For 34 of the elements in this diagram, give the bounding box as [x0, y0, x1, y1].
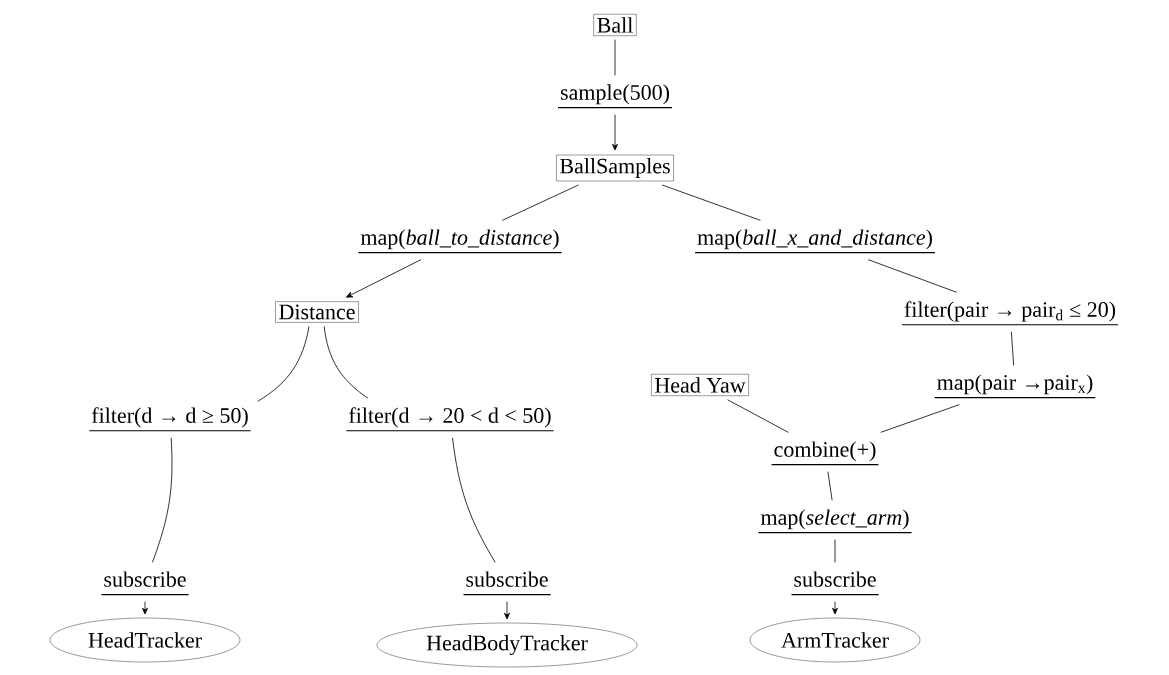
operation-label: map(ball_to_distance)	[357, 229, 563, 254]
connector-line	[501, 184, 579, 221]
connector-line	[867, 259, 957, 293]
connector-line	[152, 437, 173, 563]
arrow	[504, 601, 510, 620]
operation-label: map(pair →pair$_{x}$)	[934, 374, 1096, 399]
connector-line	[727, 399, 789, 433]
node-box: BallSamples	[556, 154, 674, 182]
node-box: Ball	[593, 14, 637, 36]
operation-label: combine(+)	[771, 441, 879, 466]
operation-label: filter(pair → pair$_{d}$ ≤ 20)	[901, 301, 1119, 326]
arrow	[612, 114, 618, 151]
connector-line	[323, 326, 369, 399]
connector-line	[827, 471, 833, 501]
connector-line	[834, 539, 836, 563]
operation-label: subscribe	[100, 571, 190, 596]
connector-line	[257, 326, 310, 402]
node-box: Distance	[275, 301, 359, 323]
operation-label: subscribe	[790, 571, 880, 596]
connector-line	[880, 404, 960, 433]
connector-line	[614, 39, 616, 76]
operation-label: filter(d → d ≥ 50)	[88, 407, 252, 432]
operation-label: filter(d → 20 < d < 50)	[345, 407, 555, 432]
operation-label: subscribe	[462, 571, 552, 596]
arrow	[832, 601, 838, 615]
connector-line	[661, 184, 761, 221]
node-box: Head Yaw	[651, 374, 749, 396]
arrow	[346, 259, 422, 298]
connector-line	[452, 437, 496, 563]
operation-label: map(select_arm)	[757, 509, 913, 534]
operation-label: sample(500)	[557, 84, 673, 109]
arrow	[142, 601, 148, 615]
operation-label: map(ball_x_and_distance)	[694, 229, 936, 254]
connector-line	[1010, 331, 1015, 366]
